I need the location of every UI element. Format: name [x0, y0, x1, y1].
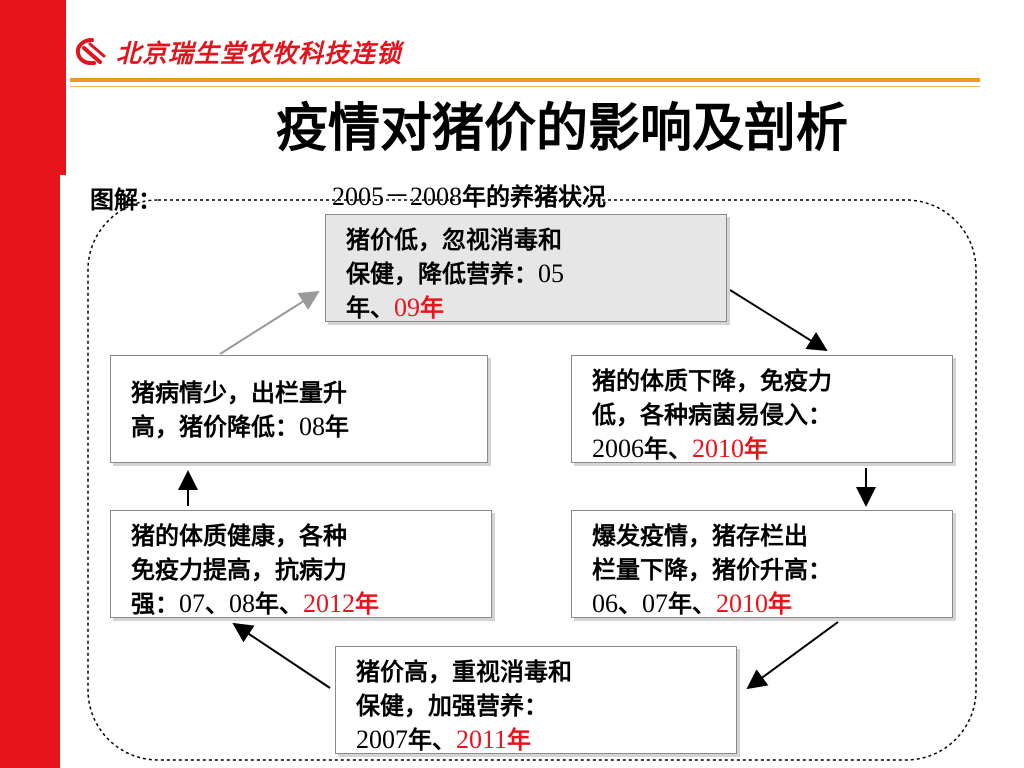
cycle-node-high-price: 猪价高，重视消毒和 保健，加强营养： 2007年、2011年 — [335, 646, 737, 754]
header-divider-thin — [70, 86, 980, 87]
left-red-bar-extension — [56, 0, 66, 175]
diagram-caption-label: 图解： — [90, 186, 162, 214]
logo-text: 北京瑞生堂农牧科技连锁 — [116, 39, 403, 68]
arrow-top-to-right — [729, 289, 828, 352]
diagram-caption: 2005－2008年的养猪状况 — [332, 182, 607, 211]
cycle-node-weak-immunity: 猪的体质下降，免疫力 低，各种病菌易侵入： 2006年、2010年 — [571, 355, 953, 463]
header-divider — [70, 78, 980, 82]
arrow-bottom-to-left — [232, 622, 331, 689]
arrow-right-to-bottom — [746, 621, 839, 690]
dashed-cycle-outline — [87, 199, 977, 761]
arrow-left-to-top — [219, 290, 320, 355]
logo-mark-icon — [75, 38, 106, 66]
cycle-node-few-diseases: 猪病情少，出栏量升 高，猪价降低：08年 — [110, 355, 488, 463]
cycle-node-outbreak: 爆发疫情，猪存栏出 栏量下降，猪价升高： 06、07年、2010年 — [571, 510, 953, 618]
cycle-node-healthy: 猪的体质健康，各种 免疫力提高，抗病力 强：07、08年、2012年 — [110, 510, 492, 618]
slide-title: 疫情对猪价的影响及剖析 — [275, 99, 848, 159]
left-red-bar — [0, 0, 60, 768]
cycle-node-low-price: 猪价低，忽视消毒和 保健，降低营养：05 年、09年 — [325, 214, 727, 322]
company-logo: 北京瑞生堂农牧科技连锁 — [74, 34, 402, 70]
